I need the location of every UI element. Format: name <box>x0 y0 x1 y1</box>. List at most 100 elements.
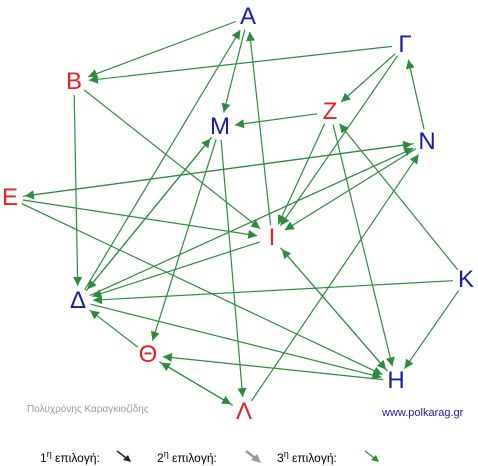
edge-Z-I <box>277 123 326 225</box>
node-Z: Ζ <box>322 98 338 125</box>
edge-line <box>88 45 393 81</box>
node-M: Μ <box>210 113 230 140</box>
arrowhead-icon <box>277 214 287 225</box>
arrowhead-icon <box>234 119 245 129</box>
edge-line <box>84 29 241 291</box>
node-E: Ε <box>1 184 19 211</box>
edge-I-A <box>246 31 272 226</box>
edge-line <box>87 20 237 78</box>
arrowhead-icon <box>405 59 415 70</box>
author-caption: Πολυχρόνης Καραγκιοζίδης <box>27 404 149 415</box>
edge-K-Z <box>338 123 459 271</box>
arrowhead-icon <box>404 358 414 369</box>
website-link[interactable]: www.polkarag.gr <box>382 407 464 419</box>
arrowhead-icon <box>371 370 382 380</box>
edge-D-A <box>84 29 241 291</box>
arrowhead-icon <box>150 330 160 341</box>
legend-text: επιλογή: <box>172 451 217 465</box>
legend-item-3: 3η επιλογή: <box>277 449 337 465</box>
legend-text: επιλογή: <box>55 451 100 465</box>
edge-N-G <box>405 59 425 130</box>
edge-B-I <box>83 89 261 230</box>
legend-number: 2 <box>157 451 164 465</box>
arrow-gray-icon <box>245 450 261 463</box>
edge-line <box>220 139 244 398</box>
edge-I-D <box>92 241 260 298</box>
node-Th: Θ <box>138 341 158 368</box>
edge-line <box>223 29 246 113</box>
node-L: Λ <box>235 398 253 425</box>
arrowhead-icon <box>88 74 99 84</box>
edge-A-B <box>87 20 237 78</box>
edge-line <box>162 356 384 381</box>
arrowhead-icon <box>385 356 395 367</box>
arrowhead-icon <box>231 29 241 40</box>
edge-line <box>22 199 258 237</box>
edge-line <box>92 241 260 297</box>
arrowhead-icon <box>73 276 83 286</box>
edge-line <box>284 148 417 231</box>
edge-line <box>89 147 414 297</box>
edge-line <box>160 362 234 406</box>
edge-line <box>234 113 318 126</box>
edge-L-Th <box>160 362 234 406</box>
edge-line <box>22 143 413 197</box>
edge-line <box>249 31 272 226</box>
edge-line <box>338 123 459 271</box>
arrowhead-icon <box>247 229 258 239</box>
edge-H-I <box>281 248 388 372</box>
legend-number: 3 <box>277 451 284 465</box>
edge-line <box>280 55 399 226</box>
arrowhead-icon <box>339 123 349 134</box>
arrowhead-icon <box>341 92 351 102</box>
node-B: Β <box>65 68 83 95</box>
edge-H-Th <box>162 353 384 381</box>
edge-line <box>73 94 79 287</box>
arrowhead-icon <box>160 362 171 372</box>
legend-superscript: η <box>46 449 52 459</box>
edge-N-I <box>284 148 417 231</box>
arrowhead-icon <box>88 69 99 78</box>
node-D: Δ <box>69 287 87 314</box>
edge-Th-D <box>89 309 139 348</box>
arrowhead-icon <box>250 219 261 229</box>
edge-B-D <box>73 94 83 287</box>
edge-line <box>277 123 326 225</box>
arrowhead-icon <box>221 395 232 405</box>
legend-item-1: 1η επιλογή: <box>40 449 100 465</box>
arrowhead-icon <box>402 140 413 150</box>
arrowhead-icon <box>87 279 97 290</box>
edge-line <box>87 136 213 290</box>
arrowhead-icon <box>89 310 100 320</box>
edge-E-I <box>22 199 258 239</box>
edge-M-L <box>220 139 247 398</box>
edge-line <box>250 154 420 402</box>
arrowhead-icon <box>281 249 292 260</box>
legend-superscript: η <box>163 449 169 459</box>
node-H: Η <box>387 367 405 394</box>
arrowhead-icon <box>246 31 256 42</box>
node-I: Ι <box>268 224 276 251</box>
edge-line <box>404 290 460 370</box>
edge-line <box>92 280 454 301</box>
edge-K-H <box>404 290 460 370</box>
edge-D-N <box>89 147 414 297</box>
node-K: Κ <box>457 266 475 293</box>
node-N: Ν <box>418 128 436 155</box>
edge-line <box>407 59 425 130</box>
arrow-black-icon <box>116 450 131 462</box>
edge-E-N <box>22 140 413 197</box>
edge-G-Z <box>340 53 396 103</box>
edge-line <box>89 309 139 348</box>
edge-Z-H <box>332 124 395 367</box>
edge-line <box>90 303 382 378</box>
edge-Z-M <box>234 113 318 129</box>
edge-G-B <box>88 45 393 84</box>
arrowhead-icon <box>403 147 414 156</box>
node-A: Α <box>239 3 257 30</box>
legend-text: επιλογή: <box>292 451 337 465</box>
edge-K-D <box>92 280 454 305</box>
edge-D-H <box>90 303 382 380</box>
